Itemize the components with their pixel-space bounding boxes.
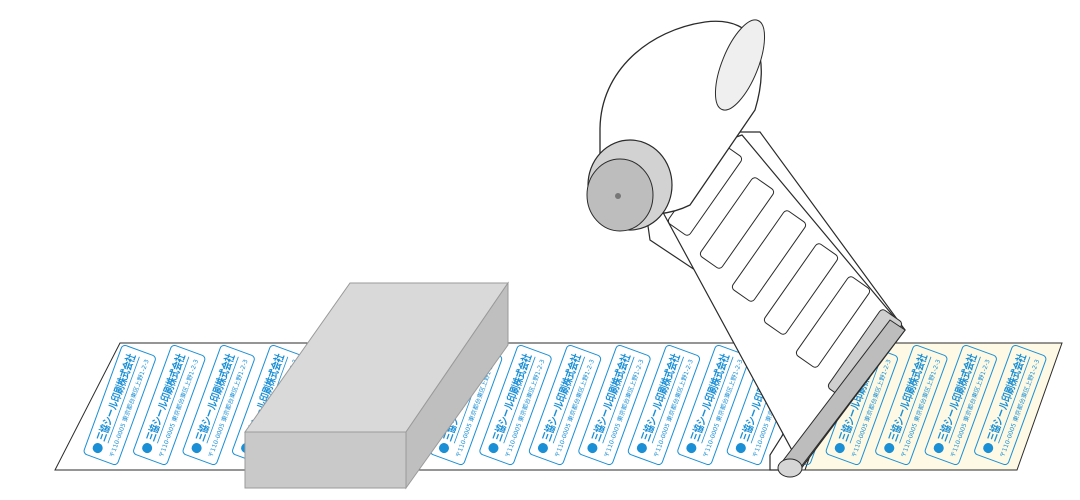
label-logo-icon — [884, 443, 895, 454]
label-cell-border — [182, 344, 255, 466]
label-rule — [552, 356, 586, 444]
label-rule — [948, 356, 981, 444]
label-logo-icon — [983, 443, 994, 454]
film-label-window-rect — [699, 177, 775, 269]
press-block-front — [244, 431, 407, 489]
label-logo-icon — [191, 443, 202, 454]
label-rule — [899, 356, 932, 444]
label-cell-border — [479, 344, 552, 466]
film-label-window — [795, 276, 871, 368]
film-roll — [586, 19, 766, 232]
label-rule — [602, 356, 635, 444]
label-cell-border — [875, 344, 948, 466]
label-rule — [157, 356, 190, 444]
label-logo-icon — [587, 443, 598, 454]
film-label-window — [699, 177, 775, 269]
label-cell-border — [627, 344, 701, 466]
label-logo-icon — [636, 443, 647, 454]
label-rule — [206, 356, 239, 444]
label-logo-icon — [933, 443, 944, 454]
label-cell-border — [924, 344, 997, 466]
label-cell-border — [974, 344, 1047, 466]
label-logo-icon — [834, 443, 845, 454]
label-logo-icon — [488, 443, 499, 454]
label-cell-border — [578, 344, 651, 466]
label-cell-border — [677, 344, 750, 466]
film-label-window-rect — [795, 276, 871, 368]
film-label-window-rect — [763, 243, 839, 335]
film-roll-hub — [615, 193, 621, 199]
label-rule — [998, 356, 1031, 444]
label-rule — [849, 356, 882, 444]
press-block — [244, 281, 509, 490]
label-logo-icon — [537, 443, 548, 454]
label-logo-icon — [686, 443, 697, 454]
label-rule — [503, 356, 536, 444]
film-label-window — [763, 243, 839, 335]
label-rule — [651, 356, 684, 444]
label-cell-border — [133, 344, 206, 466]
label-logo-icon — [142, 443, 153, 454]
label-logo-icon — [438, 443, 449, 454]
film-roll-rim — [714, 19, 766, 111]
label-cell-border — [528, 344, 602, 466]
bottom-roller — [777, 319, 906, 478]
film-label-window-rect — [731, 210, 807, 302]
label-logo-icon — [735, 443, 746, 454]
label-cell-border — [83, 344, 156, 466]
label-rule — [107, 356, 140, 444]
label-logo-icon — [92, 443, 103, 454]
film-label-window — [731, 210, 807, 302]
label-rule — [701, 356, 734, 444]
bottom-roller-end — [777, 458, 803, 478]
